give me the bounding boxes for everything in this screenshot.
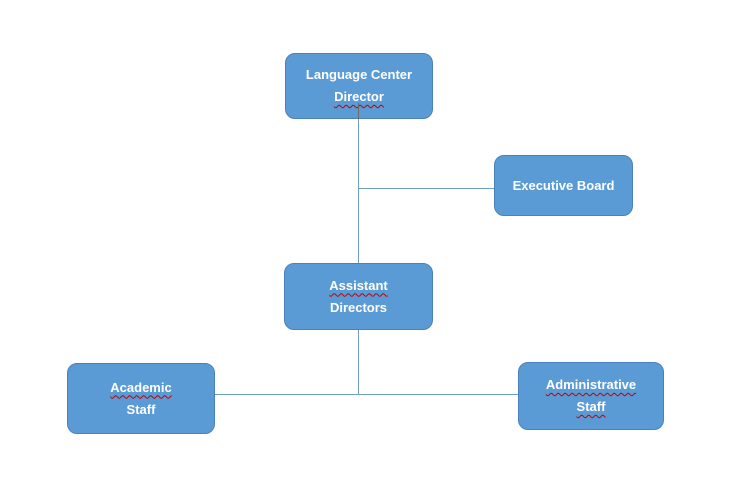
node-administrative-staff[interactable]: Administrative Staff (518, 362, 664, 430)
node-label-line: Staff (126, 401, 156, 417)
node-label-line: Language Center (305, 67, 413, 82)
connector-assistant-down (358, 330, 359, 394)
node-label-line-misspelled: Assistant (329, 277, 388, 293)
node-label-line: Directors (329, 299, 388, 315)
node-label-line-misspelled: Administrative (545, 377, 637, 392)
node-assistant-directors[interactable]: Assistant Directors (284, 263, 433, 330)
connector-anchor-stub (358, 103, 359, 119)
node-label-line-misspelled: Staff (576, 399, 606, 414)
connector-branch-to-executive-board (359, 188, 494, 189)
node-label-line-misspelled: Academic (110, 379, 172, 395)
node-academic-staff[interactable]: Academic Staff (67, 363, 215, 434)
node-language-center-director[interactable]: Language Center Director (285, 53, 433, 119)
node-executive-board[interactable]: Executive Board (494, 155, 633, 216)
connector-staff-horizontal (215, 394, 518, 395)
node-label-line-misspelled: Director (334, 89, 384, 104)
node-label-line: Executive Board (512, 177, 615, 193)
connector-director-to-assistant (358, 119, 359, 263)
